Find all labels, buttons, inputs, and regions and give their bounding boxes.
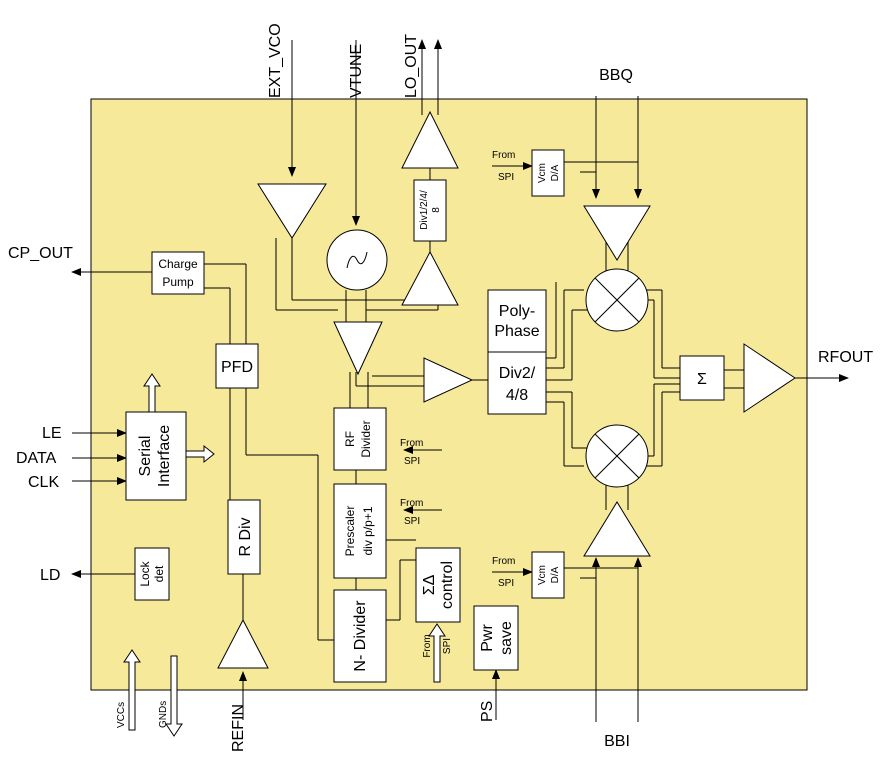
svg-text:Vcm: Vcm [537, 163, 548, 183]
svg-text:Div2/: Div2/ [499, 365, 536, 382]
svg-text:Pwr: Pwr [479, 624, 496, 652]
svg-text:div p/p+1: div p/p+1 [361, 506, 375, 555]
svg-text:D/A: D/A [550, 164, 561, 181]
svg-text:Phase: Phase [494, 323, 539, 340]
svg-text:From: From [422, 634, 433, 657]
svg-text:Interface: Interface [156, 425, 173, 487]
pin-vccs: VCCs [116, 702, 127, 728]
mixer-q [585, 268, 649, 332]
lo-vco-buffer [401, 250, 459, 306]
vcm-da-top-block: Vcm D/A [531, 149, 565, 197]
sine-wave-icon [346, 251, 368, 269]
lo-divider-block: Div1/2/4/ 8 [413, 179, 447, 242]
pin-ps: PS [479, 701, 496, 722]
svg-text:control: control [439, 561, 456, 609]
svg-text:SPI: SPI [498, 172, 514, 183]
svg-text:Charge: Charge [158, 257, 198, 271]
pin-cp-out: CP_OUT [8, 245, 73, 262]
pin-clk: CLK [28, 474, 59, 491]
svg-text:SPI: SPI [498, 578, 514, 589]
pin-bbq: BBQ [599, 67, 633, 84]
n-divider-block: N- Divider [333, 589, 387, 683]
pin-bbi: BBI [604, 733, 630, 750]
pin-gnds: GNDs [158, 701, 169, 728]
svg-text:N- Divider: N- Divider [352, 600, 369, 672]
pin-lo-out: LO_OUT [403, 34, 420, 98]
vccs-arrow-icon [123, 649, 141, 731]
bbi-amplifier [583, 501, 651, 557]
prescaler-block: Prescaler div p/p+1 [333, 483, 387, 579]
div-chain-buffer [423, 357, 474, 403]
sigma-delta-block: ΣΔ control [415, 547, 461, 623]
svg-text:From: From [492, 556, 515, 567]
pin-ld: LD [40, 567, 60, 584]
bbq-amplifier [583, 205, 651, 261]
output-amplifier [743, 343, 796, 413]
pin-ext-vco: EXT_VCO [267, 23, 284, 98]
svg-text:ΣΔ: ΣΔ [421, 574, 438, 595]
lock-det-block: Lock det [134, 547, 170, 601]
svg-text:save: save [498, 621, 515, 655]
svg-text:D/A: D/A [550, 566, 561, 583]
svg-text:Σ: Σ [697, 371, 707, 388]
serial-up-arrow [143, 373, 161, 413]
pin-data: DATA [16, 450, 57, 467]
svg-text:Vcm: Vcm [537, 565, 548, 585]
ext-vco-buffer [257, 183, 327, 239]
div248-block: Div2/ 4/8 [487, 351, 547, 415]
svg-text:SPI: SPI [442, 638, 453, 654]
polyphase-block: Poly- Phase [487, 289, 547, 353]
svg-text:From: From [400, 498, 423, 509]
svg-text:R Div: R Div [237, 517, 254, 556]
svg-text:PFD: PFD [221, 359, 253, 376]
rf-divider-block: RF Divider [333, 407, 387, 471]
svg-text:4/8: 4/8 [506, 387, 528, 404]
pin-refin: REFIN [230, 704, 247, 752]
svg-text:From: From [400, 438, 423, 449]
svg-text:Serial: Serial [137, 436, 154, 477]
svg-text:From: From [492, 150, 515, 161]
svg-text:Pump: Pump [162, 275, 194, 289]
pin-vtune: VTUNE [348, 44, 365, 98]
refin-buffer [217, 618, 269, 669]
r-div-block: R Div [227, 499, 261, 575]
mixer-i [585, 424, 649, 488]
svg-text:Prescaler: Prescaler [343, 506, 357, 557]
sum-block: Σ [679, 355, 725, 401]
svg-text:SPI: SPI [404, 456, 420, 467]
spi-up-arrow [428, 623, 446, 683]
svg-text:Div1/2/4/: Div1/2/4/ [419, 190, 430, 230]
from-spi-label-rf-divider: From SPI [400, 438, 423, 467]
from-spi-label-top: From SPI [492, 150, 515, 183]
serial-interface-block: Serial Interface [125, 411, 187, 501]
svg-text:8: 8 [431, 207, 442, 213]
gnds-arrow-icon [165, 655, 183, 737]
pin-rfout: RFOUT [818, 349, 873, 366]
charge-pump-block: Charge Pump [151, 251, 205, 295]
svg-text:Divider: Divider [359, 420, 373, 457]
vcm-da-bottom-block: Vcm D/A [531, 551, 565, 599]
from-spi-label-sigma-delta: From SPI [422, 634, 453, 657]
pfd-block: PFD [215, 343, 259, 389]
from-spi-label-vcm-bottom: From SPI [492, 556, 515, 589]
svg-text:RF: RF [343, 431, 357, 447]
vco-buffer [333, 321, 383, 376]
vco [326, 229, 388, 291]
serial-right-arrow [185, 444, 215, 464]
pwr-save-block: Pwr save [473, 605, 519, 671]
from-spi-label-prescaler: From SPI [400, 498, 423, 527]
lo-out-buffer [401, 110, 459, 169]
svg-text:Poly-: Poly- [499, 303, 535, 320]
pin-le: LE [42, 425, 62, 442]
internal-wiring [71, 39, 849, 722]
svg-text:Lock: Lock [138, 560, 152, 586]
svg-text:det: det [152, 565, 166, 582]
svg-text:SPI: SPI [404, 516, 420, 527]
